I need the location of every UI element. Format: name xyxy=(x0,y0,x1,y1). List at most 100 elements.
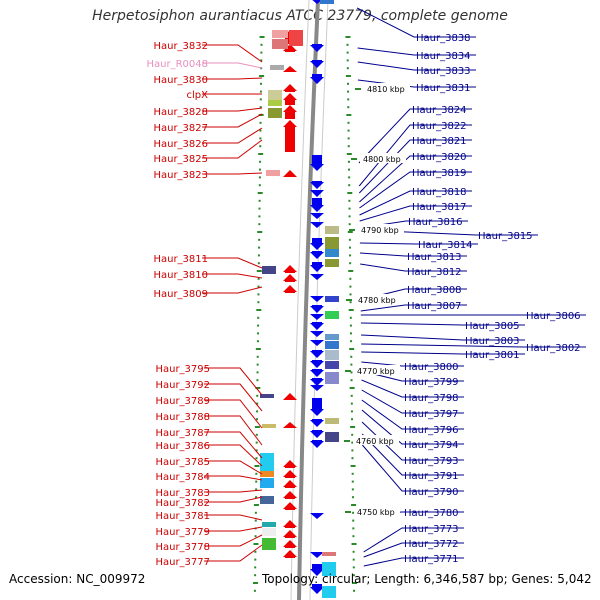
feature-box xyxy=(325,372,339,384)
feature-box xyxy=(262,522,276,527)
gene-label: Haur_3820 xyxy=(412,152,467,163)
tick-mark xyxy=(254,535,257,538)
leader-line xyxy=(359,242,478,245)
forward-gene-arrow xyxy=(283,530,297,538)
gene-label: Haur_3808 xyxy=(407,285,462,296)
tick-mark xyxy=(254,566,257,569)
gene-label: Haur_3832 xyxy=(153,41,208,52)
reverse-gene-arrow xyxy=(310,564,324,576)
tick-mark xyxy=(257,262,260,265)
gene-label: Haur_3782 xyxy=(155,498,210,509)
reverse-gene-arrow xyxy=(310,552,324,558)
tick-mark xyxy=(255,433,258,436)
forward-gene-arrow xyxy=(283,285,297,293)
feature-box xyxy=(325,237,339,249)
gene-label: Haur_3833 xyxy=(416,66,471,77)
feature-box xyxy=(260,463,274,471)
leader-line xyxy=(202,273,263,279)
forward-gene-arrow xyxy=(283,93,297,105)
gene-label: Haur_3791 xyxy=(404,471,459,482)
leader-line xyxy=(204,489,263,493)
reverse-gene-arrow xyxy=(310,44,324,52)
tick-mark xyxy=(352,574,355,577)
reverse-gene-arrow xyxy=(310,385,324,391)
leader-line xyxy=(360,304,467,312)
tick-mark xyxy=(257,192,263,194)
tick-mark xyxy=(350,371,353,374)
leader-line xyxy=(202,172,263,175)
tick-mark xyxy=(348,176,351,179)
gene-label: Haur_3789 xyxy=(155,396,210,407)
tick-mark xyxy=(348,309,354,311)
leader-line xyxy=(204,460,263,475)
tick-mark xyxy=(352,550,355,553)
kbp-label: 4770 kbp xyxy=(357,367,395,376)
tick-mark xyxy=(253,543,259,545)
tick-mark xyxy=(253,582,259,584)
tick-mark xyxy=(255,457,258,460)
gene-features xyxy=(260,0,339,598)
tick-mark xyxy=(350,363,353,366)
gene-label: Haur_3772 xyxy=(404,539,459,550)
tick-mark xyxy=(256,371,259,374)
leader-line xyxy=(363,542,464,558)
tick-mark xyxy=(260,51,263,54)
reverse-gene-arrow xyxy=(310,238,324,250)
feature-box xyxy=(262,538,276,550)
leader-line xyxy=(202,107,263,112)
gene-label: Haur_3796 xyxy=(404,425,459,436)
tick-mark xyxy=(255,449,258,452)
forward-gene-arrow xyxy=(283,265,297,273)
reverse-gene-arrow xyxy=(310,350,324,358)
feature-box xyxy=(322,552,336,556)
leader-line xyxy=(360,263,467,272)
leader-line xyxy=(359,155,472,203)
tick-mark xyxy=(255,488,258,491)
kbp-label-background xyxy=(364,83,410,93)
reverse-gene-arrow xyxy=(312,0,322,4)
gene-label: Haur_3821 xyxy=(412,136,467,147)
gene-label: Haur_3797 xyxy=(404,409,459,420)
tick-mark xyxy=(254,511,257,514)
leader-line xyxy=(358,139,472,194)
reverse-gene-arrow xyxy=(310,251,324,259)
backbone-guide xyxy=(290,0,310,600)
tick-mark xyxy=(348,199,351,202)
tick-mark xyxy=(348,238,351,241)
leader-line xyxy=(202,62,263,69)
gene-label: Haur_3790 xyxy=(404,487,459,498)
reverse-gene-arrow xyxy=(310,213,324,219)
tick-mark xyxy=(350,394,353,397)
gene-label: Haur_3771 xyxy=(404,554,459,565)
feature-box xyxy=(268,108,282,118)
gene-label: Haur_3838 xyxy=(416,33,471,44)
topology-text: Topology: circular; Length: 6,346,587 bp… xyxy=(262,572,592,586)
tick-mark xyxy=(255,418,258,421)
tick-mark xyxy=(257,277,260,280)
feature-box xyxy=(260,394,274,398)
feature-box xyxy=(262,424,276,428)
tick-mark xyxy=(260,59,263,62)
tick-mark xyxy=(259,145,262,148)
kbp-label: 4760 kbp xyxy=(356,437,394,446)
kbp-label: 4780 kbp xyxy=(358,296,396,305)
kbp-label-background xyxy=(358,224,404,234)
reverse-gene-arrow xyxy=(310,155,324,171)
tick-mark xyxy=(259,129,262,132)
feature-box xyxy=(325,418,339,424)
tick-mark xyxy=(349,387,355,389)
tick-mark xyxy=(350,402,353,405)
reverse-gene-arrow xyxy=(310,340,324,346)
gene-label: Haur_3816 xyxy=(408,217,463,228)
kbp-label: 4790 kbp xyxy=(361,226,399,235)
feature-box xyxy=(320,0,334,4)
tick-mark xyxy=(257,301,260,304)
feature-box xyxy=(268,100,282,106)
feature-box xyxy=(325,226,339,234)
tick-mark xyxy=(349,254,352,257)
tick-mark xyxy=(347,129,350,132)
feature-box xyxy=(325,432,339,442)
tick-mark xyxy=(351,449,354,452)
gene-label: Haur_3834 xyxy=(416,51,471,62)
